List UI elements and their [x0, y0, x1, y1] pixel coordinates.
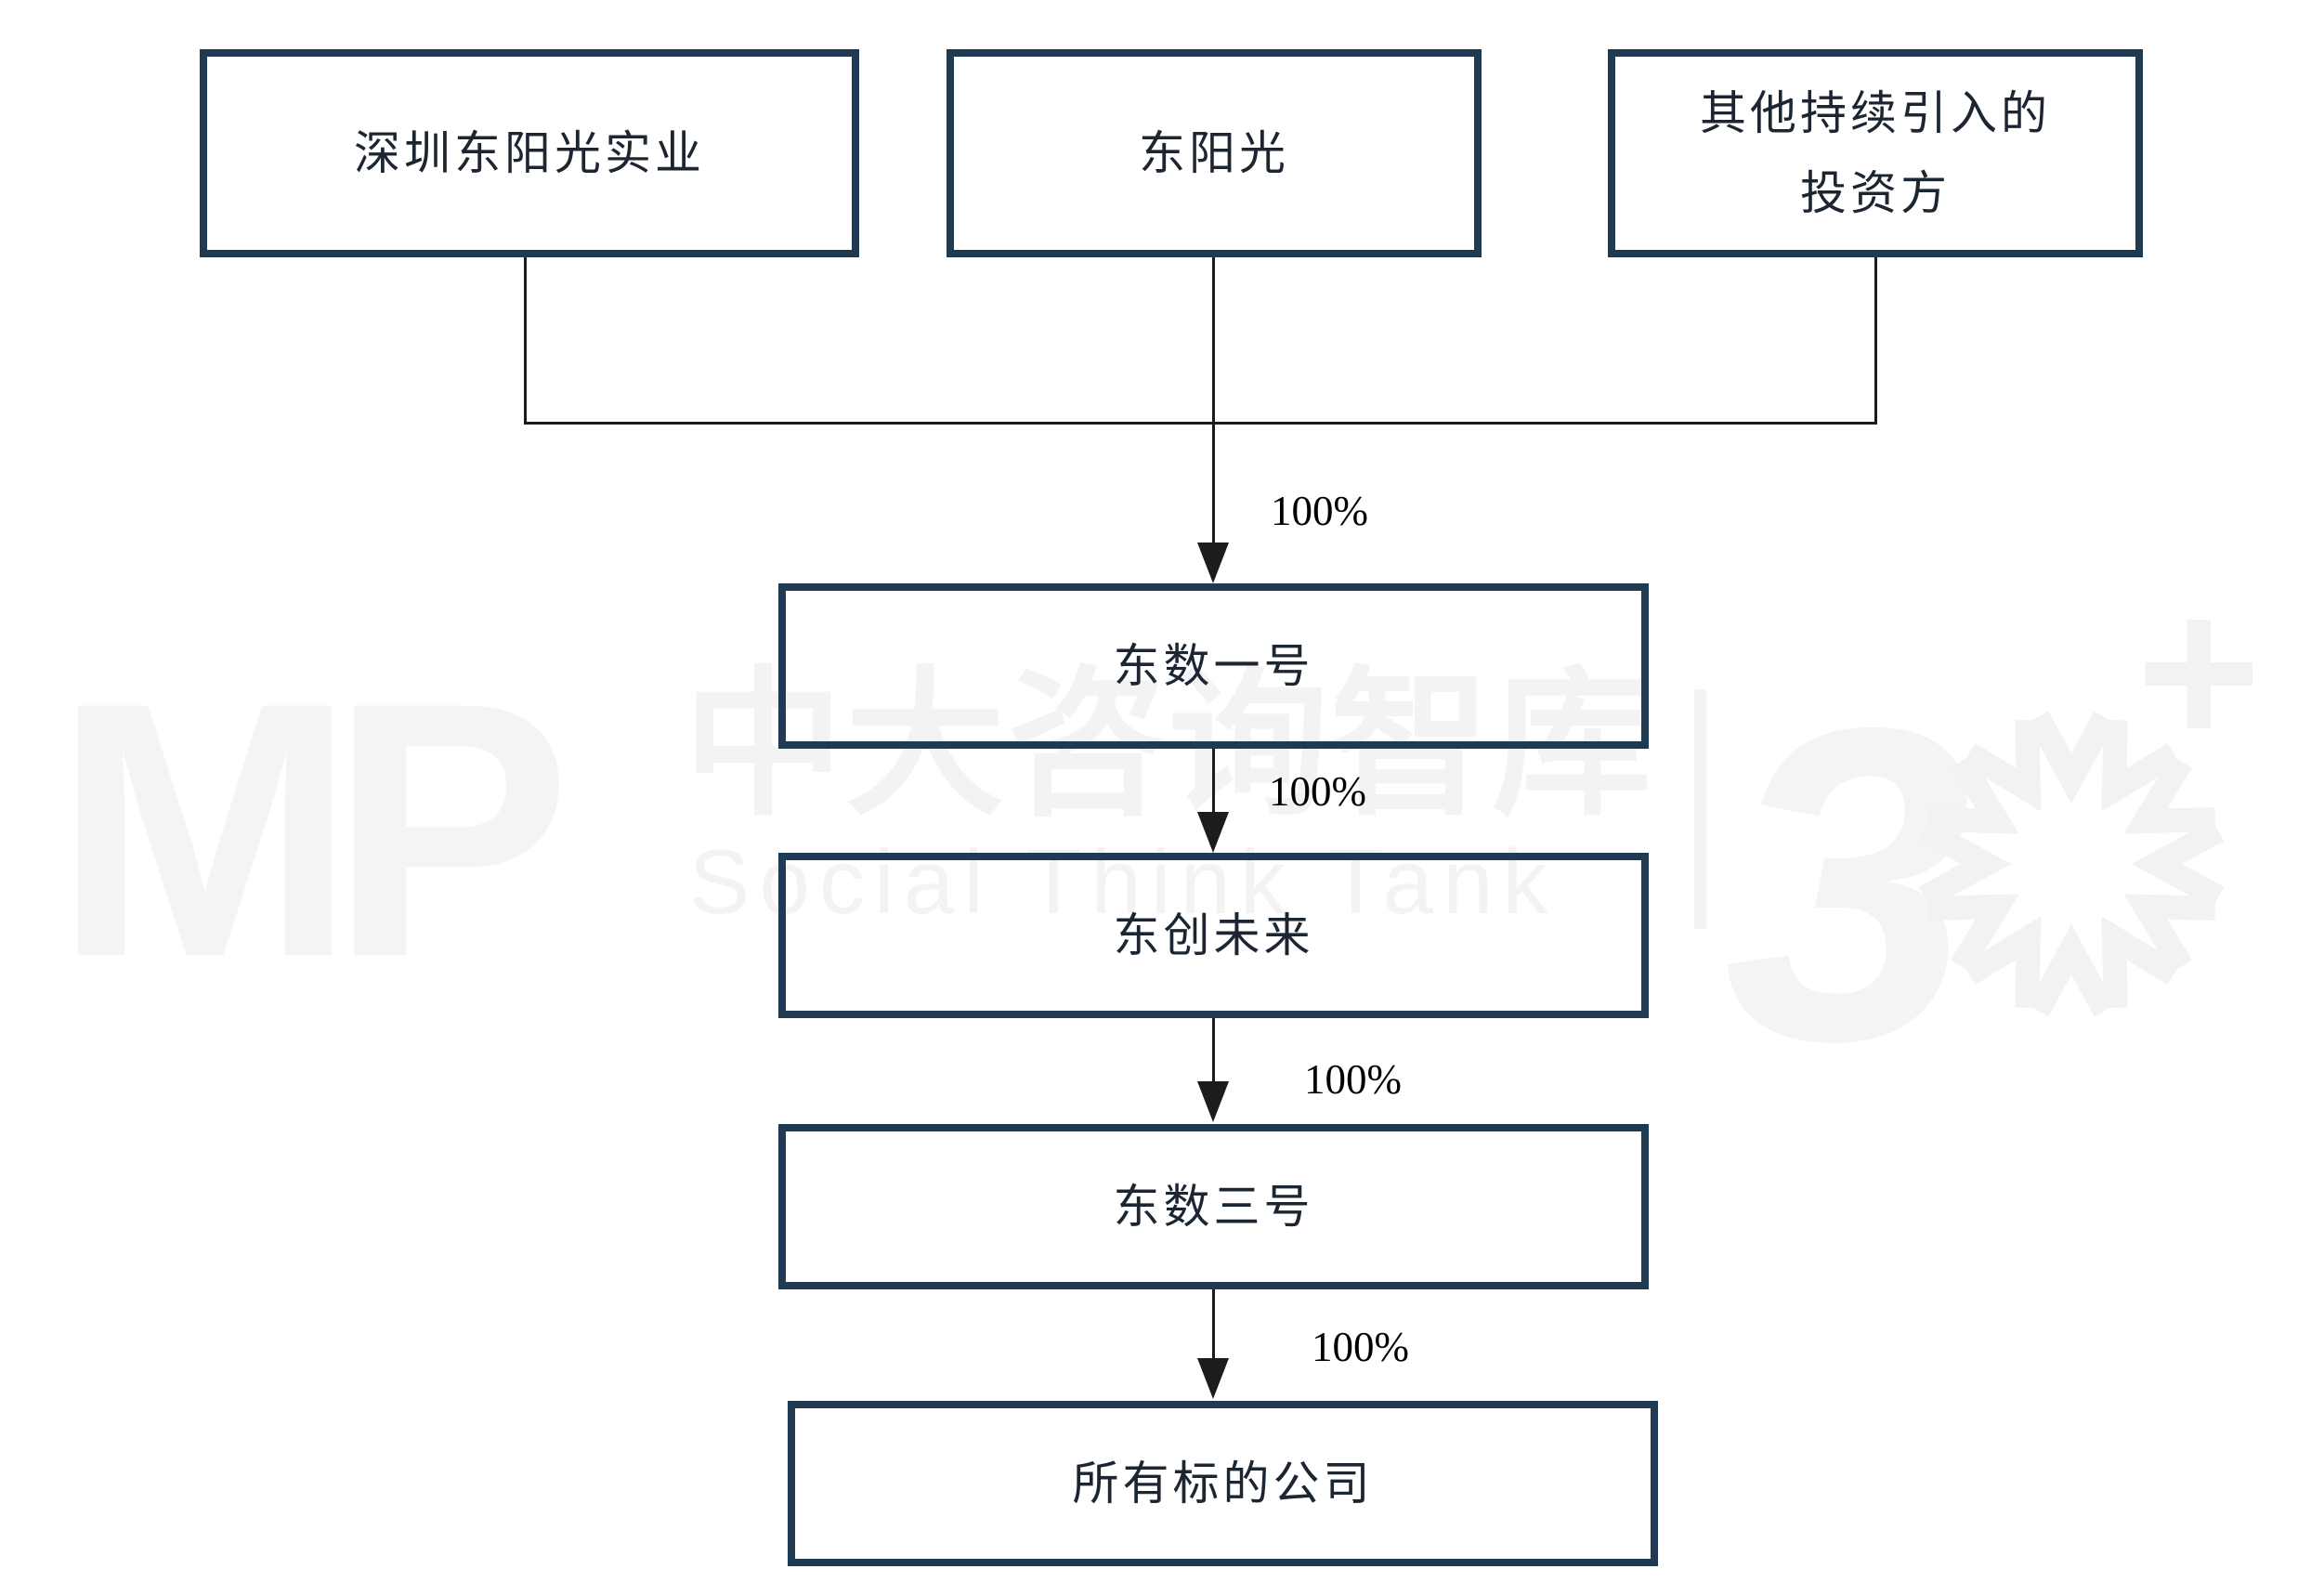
node-dongshu-yihao: 东数一号: [778, 583, 1649, 749]
ownership-percent-label: 100%: [1312, 1324, 1409, 1370]
node-label: 东数一号: [1113, 640, 1314, 692]
node-dongyangguang: 东阳光: [947, 49, 1482, 257]
ownership-percent-label: 100%: [1269, 768, 1366, 815]
connector-horizontal: [524, 422, 1877, 425]
arrowhead-icon: [1197, 543, 1229, 583]
watermark-en-text: Social Think Tank: [689, 830, 1558, 933]
ownership-percent-label: 100%: [1271, 488, 1368, 534]
node-dongchuang-weilai: 东创未来: [778, 853, 1649, 1018]
arrow-line-to-dongchuang-weilai: [1212, 749, 1215, 816]
node-dongshu-sanhao: 东数三号: [778, 1124, 1649, 1289]
watermark-divider-bar: [1694, 689, 1706, 929]
watermark-mp-logo: MP: [54, 627, 571, 1032]
watermark-starburst-icon: [1918, 711, 2225, 1017]
node-label: 东数三号: [1113, 1181, 1314, 1233]
arrow-line-to-dongshu-yihao: [1212, 255, 1215, 545]
arrowhead-icon: [1197, 1081, 1229, 1122]
arrowhead-icon: [1197, 1358, 1229, 1399]
node-label: 东阳光: [1139, 127, 1289, 179]
node-label: 东创未来: [1113, 909, 1314, 961]
connector-left-vertical: [524, 255, 527, 425]
node-shenzhen-dongyangguang-shiye: 深圳东阳光实业: [200, 49, 859, 257]
node-label: 深圳东阳光实业: [354, 127, 705, 179]
arrowhead-icon: [1197, 812, 1229, 853]
node-suoyou-biaodi-gongsi: 所有标的公司: [788, 1401, 1658, 1566]
node-label: 所有标的公司: [1072, 1458, 1374, 1510]
connector-right-vertical: [1874, 255, 1877, 425]
watermark-plus-icon: +: [2136, 552, 2262, 791]
ownership-percent-label: 100%: [1304, 1056, 1402, 1103]
node-label-line2: 投资方: [1800, 167, 1951, 219]
node-other-investors: 其他持续引入的 投资方: [1608, 49, 2143, 257]
arrow-line-to-dongshu-sanhao: [1212, 1018, 1215, 1085]
arrow-line-to-suoyou-biaodi: [1212, 1289, 1215, 1362]
node-label-line1: 其他持续引入的: [1700, 87, 2051, 139]
